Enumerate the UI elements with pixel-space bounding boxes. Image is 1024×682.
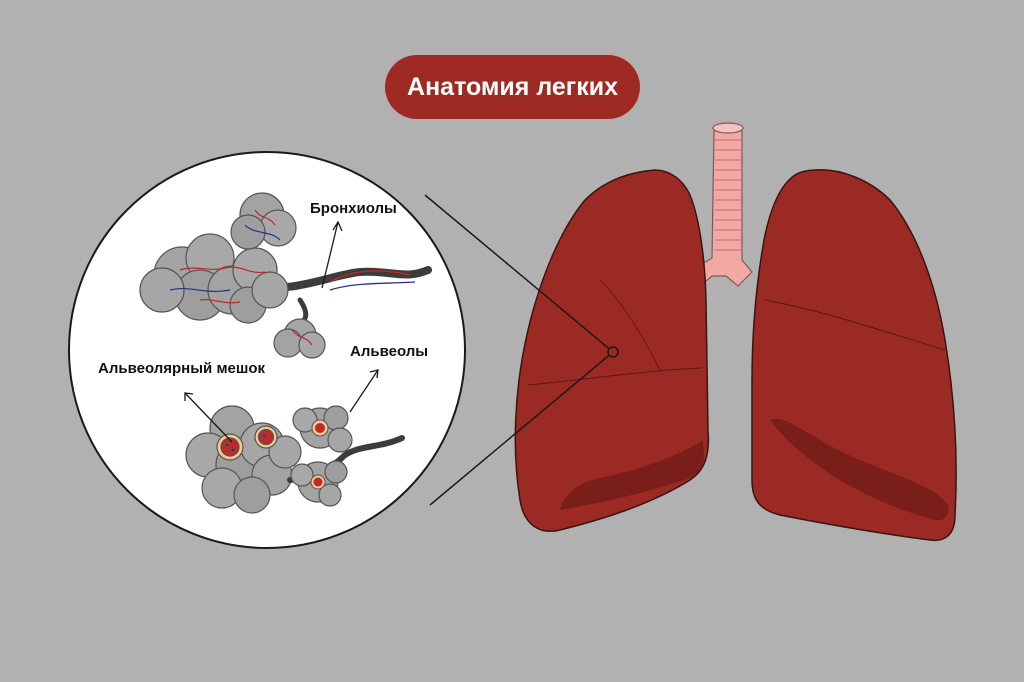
arrow-alveoli: [349, 369, 379, 413]
label-bronchioles: Бронхиолы: [310, 200, 397, 217]
alveoli-small: [287, 405, 405, 507]
trachea: [687, 122, 753, 287]
alveolar-sac-lower: [185, 405, 302, 514]
right-lung: [751, 169, 957, 542]
zoom-connector: [424, 194, 619, 506]
label-alveolar-sac: Альвеолярный мешок: [98, 360, 266, 377]
title-badge: Анатомия легких: [385, 55, 640, 119]
arrow-alveolar-sac: [184, 392, 233, 443]
label-alveoli: Альвеолы: [350, 343, 429, 360]
capillaries-upper: [169, 209, 313, 346]
page-title: Анатомия легких: [407, 72, 618, 101]
arrow-bronchioles: [321, 220, 343, 289]
